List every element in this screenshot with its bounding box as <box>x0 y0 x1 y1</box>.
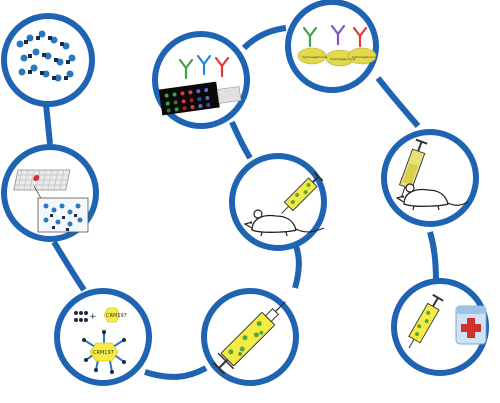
step-1-ring <box>1 13 95 107</box>
antibody-panel-icon: Cytomegalovirus Cytomegalovirus Cytomega… <box>297 24 378 67</box>
step-conjugation: + CRM197 CRM197 <box>54 288 152 386</box>
crm197-small-label: CRM197 <box>106 313 127 319</box>
plus-sign: + <box>89 312 97 322</box>
step-antibody-panel: Cytomegalovirus Cytomegalovirus Cytomega… <box>285 0 379 93</box>
cyto-label-2: Cytomegalovirus <box>330 57 356 61</box>
step-7-ring <box>285 0 379 93</box>
step-medical-kit <box>391 278 489 376</box>
connector-3-4 <box>144 365 208 380</box>
mouse-immunization-icon <box>243 171 325 237</box>
step-peptide-library <box>1 13 95 107</box>
vaccine-syringe-icon <box>212 301 286 375</box>
connector-5-6 <box>229 120 253 160</box>
connector-2-3 <box>51 240 87 292</box>
peptide-library-icon <box>16 30 76 82</box>
conjugation-icon: + CRM197 CRM197 <box>74 307 127 374</box>
crm197-small-hexagon <box>103 307 121 323</box>
peptide-array-icon <box>13 169 89 233</box>
step-5-ring <box>229 153 327 251</box>
antibody-array-icon <box>158 54 242 116</box>
step-mouse-challenge <box>381 129 479 227</box>
medical-kit-icon <box>455 305 487 345</box>
crm197-large-label: CRM197 <box>93 350 114 356</box>
connector-6-7 <box>241 25 287 51</box>
connector-7-8 <box>375 76 421 128</box>
step-8-ring <box>381 129 479 227</box>
workflow-path <box>43 25 439 380</box>
zoom-panel <box>37 197 89 233</box>
step-vaccine-syringe <box>201 288 299 386</box>
connector-1-2 <box>43 103 53 145</box>
step-antibody-array <box>152 31 250 129</box>
connector-4-5 <box>292 245 302 289</box>
cyto-label-3: Cytomegalovirus <box>352 55 378 59</box>
cyto-label-1: Cytomegalovirus <box>302 55 328 59</box>
mouse-challenge-icon <box>395 138 469 211</box>
virus-particle-1 <box>297 47 327 65</box>
step-mouse-immunization <box>229 153 327 251</box>
medical-syringe-icon <box>408 293 444 349</box>
connector-8-9 <box>427 231 439 283</box>
crm197-large-hexagon <box>89 342 119 362</box>
step-peptide-array <box>1 144 99 242</box>
virus-particle-3 <box>347 47 377 65</box>
